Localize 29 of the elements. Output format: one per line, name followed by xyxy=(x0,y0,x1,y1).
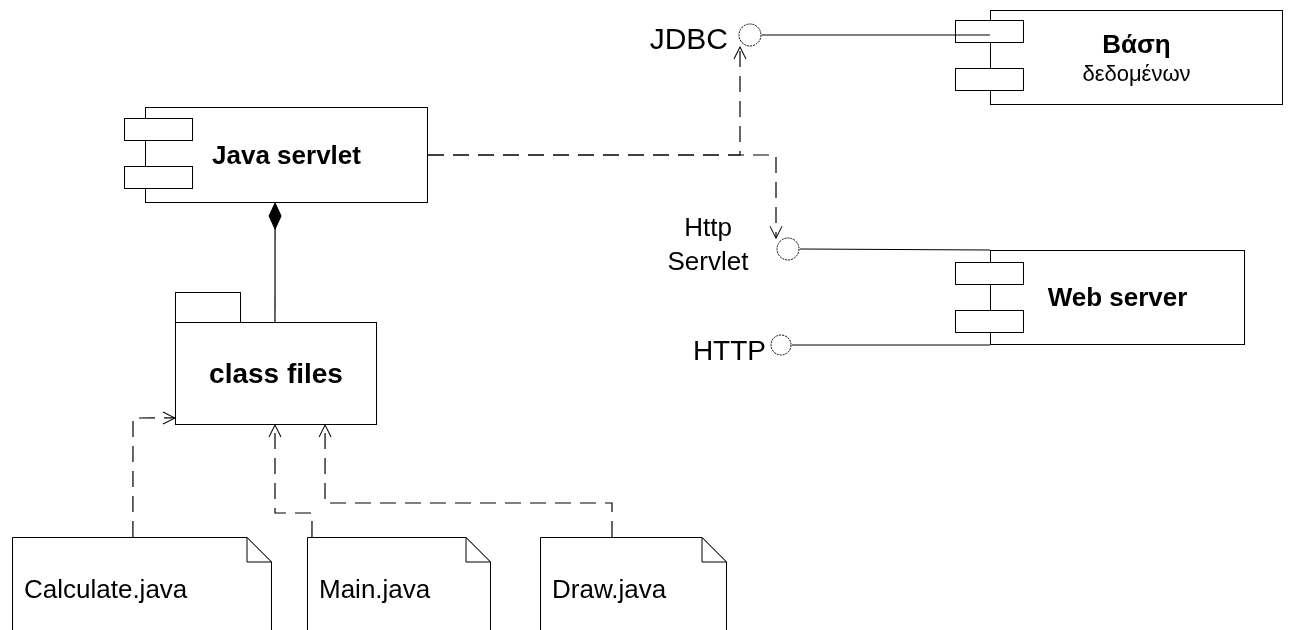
composition-line xyxy=(268,202,282,323)
dependency-arrow xyxy=(268,424,313,538)
file-note xyxy=(12,537,272,630)
node-label: Calculate.java xyxy=(24,573,188,606)
interface-label: Http Servlet xyxy=(666,211,750,278)
node-label: Main.java xyxy=(319,573,431,606)
dependency-arrow xyxy=(427,154,783,239)
file-note xyxy=(540,537,727,630)
node-label: class files xyxy=(209,357,343,391)
connector-line xyxy=(761,34,991,36)
component-box xyxy=(955,250,1245,345)
node-label: δεδομένων xyxy=(1082,60,1191,88)
interface-label: JDBC xyxy=(648,21,728,57)
interface-circle xyxy=(770,334,792,356)
component-box xyxy=(124,107,428,203)
component-box xyxy=(955,10,1283,105)
dependency-arrow xyxy=(132,411,176,538)
node-label: Java servlet xyxy=(212,138,361,172)
node-label: Web server xyxy=(1047,281,1188,314)
connector-line xyxy=(799,248,991,251)
interface-label: HTTP xyxy=(691,334,766,368)
node-label: Draw.java xyxy=(552,573,667,606)
dependency-arrow xyxy=(318,424,613,538)
connector-line xyxy=(791,344,991,346)
package-box xyxy=(175,292,377,425)
interface-circle xyxy=(776,237,800,261)
interface-circle xyxy=(738,23,762,47)
node-label: Βάση xyxy=(1102,27,1171,60)
file-note xyxy=(307,537,491,630)
